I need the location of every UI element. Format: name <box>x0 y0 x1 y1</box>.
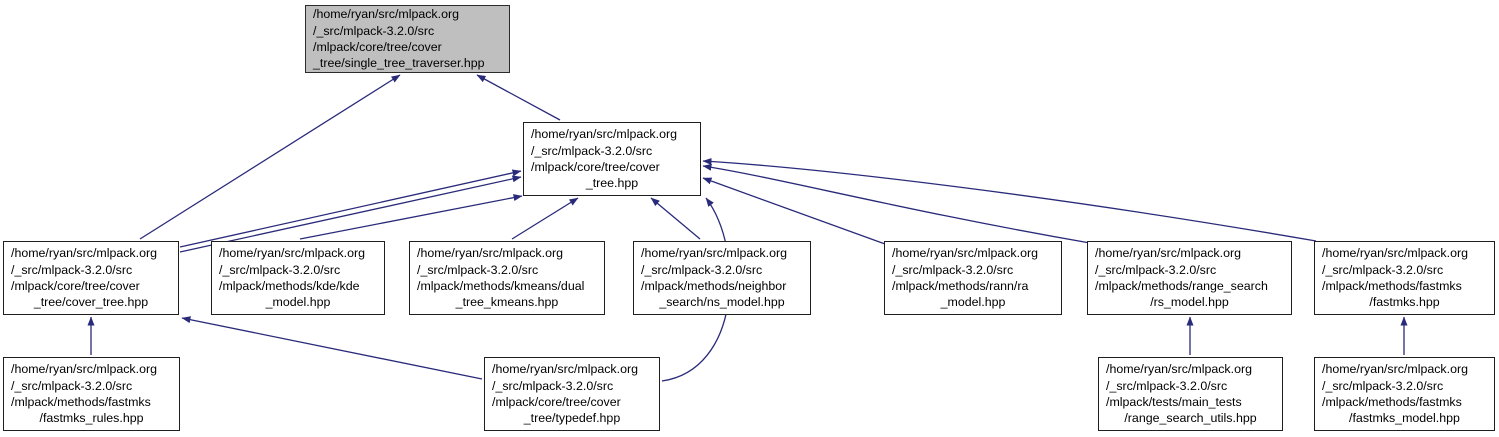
node-label-line: /mlpack/core/tree/cover <box>492 395 621 409</box>
node-label-line: /home/ryan/src/mlpack.org <box>313 7 459 22</box>
node-label-line: /home/ryan/src/mlpack.org <box>11 246 157 261</box>
node-label-line: _model.hpp <box>940 295 1006 310</box>
graph-node-fastmks_hpp[interactable]: /home/ryan/src/mlpack.org/_src/mlpack-3.… <box>1314 241 1495 315</box>
node-label-line: /mlpack/methods/range_search <box>1095 279 1268 293</box>
node-label-line: /mlpack/methods/fastmks <box>1322 279 1462 293</box>
node-label-line: /_src/mlpack-3.2.0/src <box>1106 378 1228 393</box>
graph-node-ra_model_hpp[interactable]: /home/ryan/src/mlpack.org/_src/mlpack-3.… <box>884 241 1062 315</box>
node-label-line: /mlpack/core/tree/cover <box>313 40 442 54</box>
node-label-line: /mlpack/methods/fastmks <box>1322 395 1462 409</box>
node-label-line: /_src/mlpack-3.2.0/src <box>531 143 653 158</box>
node-label-line: _tree_kmeans.hpp <box>455 295 559 310</box>
node-label-line: /_src/mlpack-3.2.0/src <box>11 262 133 277</box>
node-label-line: /home/ryan/src/mlpack.org <box>417 246 563 261</box>
node-label-line: /mlpack/methods/kmeans/dual <box>417 279 585 293</box>
graph-node-cover_tree_cover_tree_hpp[interactable]: /home/ryan/src/mlpack.org/_src/mlpack-3.… <box>3 241 179 315</box>
node-label-line: /_src/mlpack-3.2.0/src <box>892 262 1014 277</box>
graph-node-fastmks_rules_hpp[interactable]: /home/ryan/src/mlpack.org/_src/mlpack-3.… <box>3 357 180 431</box>
node-label-line: /_src/mlpack-3.2.0/src <box>1095 262 1217 277</box>
node-label-line: /mlpack/methods/rann/ra <box>892 279 1029 293</box>
node-label-line: /_src/mlpack-3.2.0/src <box>417 262 539 277</box>
node-label-line: /home/ryan/src/mlpack.org <box>11 362 157 377</box>
node-label-line: /mlpack/methods/neighbor <box>641 279 787 293</box>
dependency-edge <box>702 177 886 245</box>
node-label-line: /home/ryan/src/mlpack.org <box>641 246 787 261</box>
edge-group <box>87 74 1408 382</box>
node-label-line: /_src/mlpack-3.2.0/src <box>1322 378 1444 393</box>
node-label-line: /_src/mlpack-3.2.0/src <box>11 378 133 393</box>
node-label-line: _tree.hpp <box>585 176 639 191</box>
node-label-line: /mlpack/tests/main_tests <box>1106 395 1242 409</box>
node-label-line: /home/ryan/src/mlpack.org <box>1095 246 1241 261</box>
graph-node-single_tree_traverser[interactable]: /home/ryan/src/mlpack.org/_src/mlpack-3.… <box>305 5 510 73</box>
graph-node-ns_model_hpp[interactable]: /home/ryan/src/mlpack.org/_src/mlpack-3.… <box>633 241 811 315</box>
node-label-line: /mlpack/methods/fastmks <box>11 395 151 409</box>
node-label-line: _tree/cover_tree.hpp <box>33 295 149 310</box>
node-label-line: /range_search_utils.hpp <box>1124 411 1257 426</box>
node-label-line: /_src/mlpack-3.2.0/src <box>641 262 763 277</box>
node-label-line: /home/ryan/src/mlpack.org <box>892 246 1038 261</box>
node-label-line: /home/ryan/src/mlpack.org <box>531 127 677 142</box>
dependency-edge <box>181 316 483 380</box>
graph-node-typedef_hpp[interactable]: /home/ryan/src/mlpack.org/_src/mlpack-3.… <box>484 357 660 431</box>
node-label-line: /mlpack/core/tree/cover <box>531 160 660 174</box>
node-label-line: /rs_model.hpp <box>1150 295 1229 310</box>
node-label-line: _tree/single_tree_traverser.hpp <box>313 56 485 71</box>
dependency-edge <box>179 169 522 248</box>
node-label-line: /_src/mlpack-3.2.0/src <box>1322 262 1444 277</box>
dependency-edge <box>476 74 561 121</box>
node-label-line: /home/ryan/src/mlpack.org <box>1106 362 1252 377</box>
dependency-edge <box>650 197 701 240</box>
dependency-edge <box>299 194 523 240</box>
dependency-edge <box>702 158 1317 242</box>
node-label-line: /fastmks.hpp <box>1369 295 1440 310</box>
node-label-line: /home/ryan/src/mlpack.org <box>1322 246 1468 261</box>
node-label-line: /fastmks_rules.hpp <box>39 411 144 426</box>
graph-node-rs_model_hpp[interactable]: /home/ryan/src/mlpack.org/_src/mlpack-3.… <box>1087 241 1292 315</box>
node-label-line: _tree/typedef.hpp <box>523 411 621 426</box>
node-label-line: /mlpack/methods/kde/kde <box>219 279 360 293</box>
graph-node-fastmks_model_hpp[interactable]: /home/ryan/src/mlpack.org/_src/mlpack-3.… <box>1314 357 1495 431</box>
graph-node-range_search_utils_hpp[interactable]: /home/ryan/src/mlpack.org/_src/mlpack-3.… <box>1098 357 1283 431</box>
node-label-line: /_src/mlpack-3.2.0/src <box>219 262 341 277</box>
node-label-line: /home/ryan/src/mlpack.org <box>492 362 638 377</box>
node-label-line: _model.hpp <box>265 295 331 310</box>
node-label-line: /fastmks_model.hpp <box>1349 411 1460 426</box>
node-label-line: /home/ryan/src/mlpack.org <box>1322 362 1468 377</box>
node-label-line: /_src/mlpack-3.2.0/src <box>313 23 435 38</box>
graph-node-dual_tree_kmeans_hpp[interactable]: /home/ryan/src/mlpack.org/_src/mlpack-3.… <box>409 241 605 315</box>
graph-node-kde_model_hpp[interactable]: /home/ryan/src/mlpack.org/_src/mlpack-3.… <box>211 241 385 315</box>
dependency-edge <box>702 163 1091 244</box>
dependency-edge <box>139 74 401 240</box>
dependency-edge <box>511 197 579 240</box>
node-label-line: /mlpack/core/tree/cover <box>11 279 140 293</box>
graph-node-cover_tree_hpp[interactable]: /home/ryan/src/mlpack.org/_src/mlpack-3.… <box>523 122 701 196</box>
node-label-line: /_src/mlpack-3.2.0/src <box>492 378 614 393</box>
node-label-line: _search/ns_model.hpp <box>659 295 785 310</box>
node-label-line: /home/ryan/src/mlpack.org <box>219 246 365 261</box>
